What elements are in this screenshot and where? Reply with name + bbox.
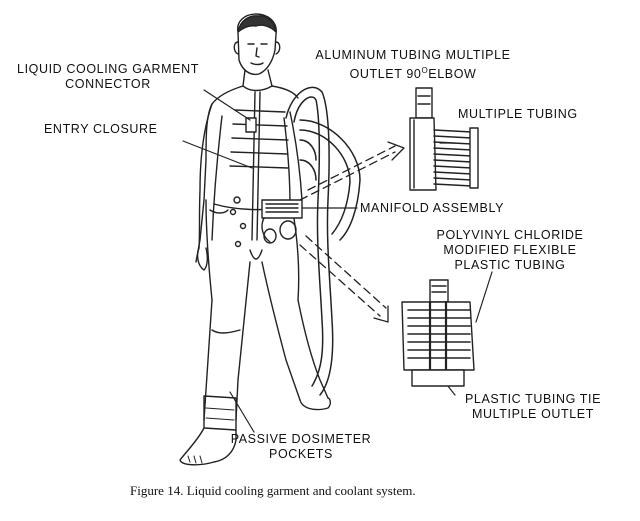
aluminum-tubing-line1: ALUMINUM TUBING MULTIPLE (315, 48, 511, 62)
aluminum-tubing-line2: OUTLET 90OELBOW (298, 63, 528, 82)
dosimeter-line2: POCKETS (269, 447, 333, 461)
aluminum-tubing-line2-end: ELBOW (428, 67, 477, 81)
aluminum-tubing-label: ALUMINUM TUBING MULTIPLE OUTLET 90OELBOW (298, 48, 528, 82)
tubing-tie-line2: MULTIPLE OUTLET (472, 407, 594, 421)
elbow-detail (409, 87, 479, 191)
figure-body (179, 13, 331, 466)
connector-label-line1: LIQUID COOLING GARMENT (17, 62, 199, 76)
pvc-tubing-line3: PLASTIC TUBING (454, 258, 566, 272)
pvc-tubing-line1: POLYVINYL CHLORIDE (436, 228, 584, 242)
connector-label-line2: CONNECTOR (65, 77, 151, 91)
figure-caption: Figure 14. Liquid cooling garment and co… (130, 483, 416, 498)
aluminum-tubing-line2-text: OUTLET 90 (349, 67, 422, 81)
tubing-tie-line1: PLASTIC TUBING TIE (464, 392, 602, 406)
dosimeter-line1: PASSIVE DOSIMETER (230, 432, 372, 446)
dosimeter-label: PASSIVE DOSIMETER POCKETS (226, 432, 376, 462)
waist-pockets (229, 196, 247, 248)
multiple-tubing-label: MULTIPLE TUBING (458, 107, 578, 121)
manifold (261, 199, 303, 244)
connector-fitting (245, 117, 257, 133)
pvc-tubing-label: POLYVINYL CHLORIDE MODIFIED FLEXIBLE PLA… (420, 228, 600, 273)
tubing-tie-detail (401, 279, 475, 387)
tubing-tie-label: PLASTIC TUBING TIE MULTIPLE OUTLET (448, 392, 618, 422)
entry-closure-label: ENTRY CLOSURE (44, 122, 158, 136)
pvc-tubing-line2: MODIFIED FLEXIBLE (443, 243, 577, 257)
tubing-loop (285, 86, 361, 396)
dashed-arrows (299, 141, 405, 323)
leader-lines (182, 89, 493, 433)
connector-label: LIQUID COOLING GARMENT CONNECTOR (8, 62, 208, 92)
manifold-label: MANIFOLD ASSEMBLY (360, 201, 505, 215)
degree-symbol: O (421, 66, 429, 75)
